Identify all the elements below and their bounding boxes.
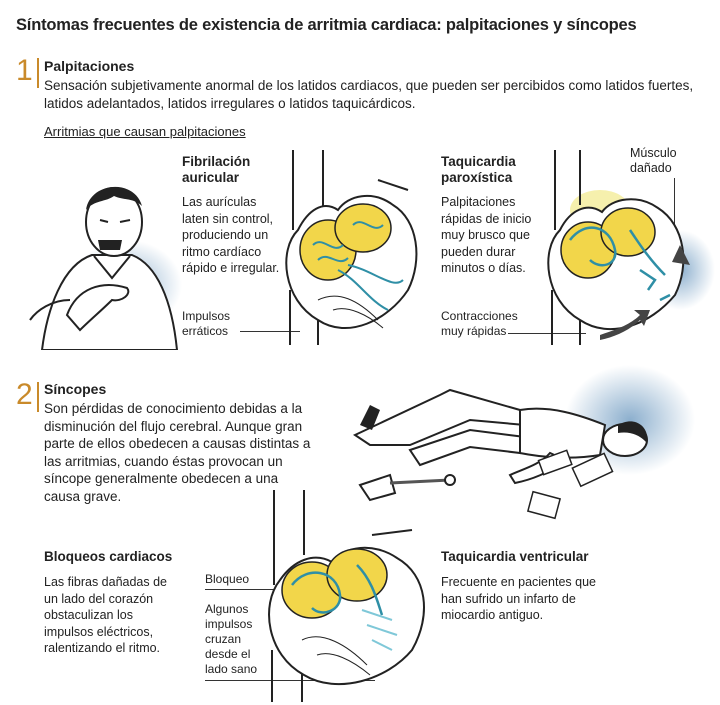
heart-fibrilacion-illustration [285,150,418,345]
bloqueos-description: Las fibras dañadas de un lado del corazó… [44,574,167,657]
bloqueos-desc-line: un lado del corazón [44,591,154,606]
taquicardia-desc-line: minutos o días. [441,261,526,275]
impulsos-cruzan-label-line: cruzan [205,632,242,646]
impulsos-cruzan-label-line: desde el [205,647,251,661]
section-2-text: Son pérdidas de conocimiento debidas a l… [44,400,334,505]
fibrilacion-desc-line: ritmo cardíaco [182,244,262,259]
section-2-text-line: disminución del flujo cerebral. Aunque g… [44,418,303,434]
page-title: Síntomas frecuentes de existencia de arr… [16,16,637,34]
ventricular-description: Frecuente en pacientes que han sufrido u… [441,574,596,624]
impulsos-cruzan-label: Algunos impulsos cruzan desde el lado sa… [205,602,257,677]
section-1-bar [37,58,39,88]
taquicardia-desc-line: pueden durar [441,244,516,259]
section-2-number: 2 [16,378,33,411]
ventricular-title: Taquicardia ventricular [441,549,589,564]
bloqueo-leader [205,589,290,590]
ventricular-desc-line: Frecuente en pacientes que [441,575,596,589]
taquicardia-desc-line: Palpitaciones [441,195,516,209]
section-2-bar [37,382,39,412]
bloqueos-desc-line: Las fibras dañadas de [44,575,168,589]
contracciones-label-line: Contracciones [441,309,518,323]
impulsos-erraticos-label-line: erráticos [182,324,229,338]
bloqueos-desc-line: impulsos eléctricos, [44,624,154,639]
impulsos-erraticos-label-line: Impulsos [182,309,231,323]
man-palpitations-illustration [29,186,182,350]
fibrilacion-title: Fibrilación auricular [182,154,250,186]
contracciones-label: Contracciones muy rápidas [441,309,518,339]
musculo-danado-label-line: Músculo [630,146,677,160]
musculo-danado-label: Músculo dañado [630,146,677,176]
musculo-danado-label-line: dañado [630,161,672,175]
section-2-text-line: las arritmias, cuando éstas provocan un [44,453,283,469]
section-1-text-line-1: Sensación subjetivamente anormal de los … [44,78,694,93]
taquicardia-desc-line: muy brusco que [441,228,530,242]
fibrilacion-description: Las aurículas laten sin control, produci… [182,194,279,277]
section-2-text-line: síncope generalmente obedecen a una [44,471,279,486]
fibrilacion-desc-line: Las aurículas [182,195,257,209]
contracciones-leader [508,333,586,334]
section-1-number: 1 [16,54,33,87]
fibrilacion-title-line-1: Fibrilación [182,154,251,169]
taquicardia-desc-line: rápidas de inicio [441,211,532,226]
fainted-man-illustration [352,365,695,520]
section-2-text-line: Son pérdidas de conocimiento debidas a l… [44,401,303,416]
impulsos-cruzan-leader [205,680,375,681]
ventricular-desc-line: miocardio antiguo. [441,608,544,622]
section-2-text-line: causa grave. [44,488,122,504]
bloqueo-label: Bloqueo [205,572,250,586]
impulsos-erraticos-leader [240,331,300,332]
impulsos-cruzan-label-line: Algunos [205,602,249,616]
section-1-text-line-2: latidos adelantados, latidos irregulares… [44,95,416,111]
taquicardia-paroxistica-title: Taquicardia paroxística [441,154,516,186]
bloqueos-title: Bloqueos cardiacos [44,549,173,564]
taquicardia-paroxistica-title-line-1: Taquicardia [441,154,516,169]
section-1-heading: Palpitaciones [44,58,135,74]
section-1-subheading: Arritmias que causan palpitaciones [44,124,246,139]
bloqueos-desc-line: obstaculizan los [44,608,133,622]
impulsos-erraticos-label: Impulsos erráticos [182,309,230,339]
fibrilacion-title-line-2: auricular [182,170,240,185]
impulsos-cruzan-label-line: impulsos [205,617,253,631]
bloqueos-desc-line: ralentizando el ritmo. [44,641,161,655]
heart-paroxistica-illustration [547,150,715,345]
taquicardia-paroxistica-title-line-2: paroxística [441,170,513,185]
fibrilacion-desc-line: laten sin control, [182,211,274,226]
taquicardia-paroxistica-description: Palpitaciones rápidas de inicio muy brus… [441,194,531,277]
section-2-heading: Síncopes [44,381,107,397]
impulsos-cruzan-label-line: lado sano [205,662,258,676]
fibrilacion-desc-line: rápido e irregular. [182,261,280,275]
section-2-text-line: parte de ellos obedecen a causas distint… [44,436,311,451]
heart-bloqueo-illustration [268,490,425,702]
ventricular-desc-line: han sufrido un infarto de [441,591,576,606]
musculo-danado-leader [674,178,675,258]
fibrilacion-desc-line: produciendo un [182,228,269,242]
contracciones-label-line: muy rápidas [441,324,507,338]
section-1-text: Sensación subjetivamente anormal de los … [44,77,714,112]
